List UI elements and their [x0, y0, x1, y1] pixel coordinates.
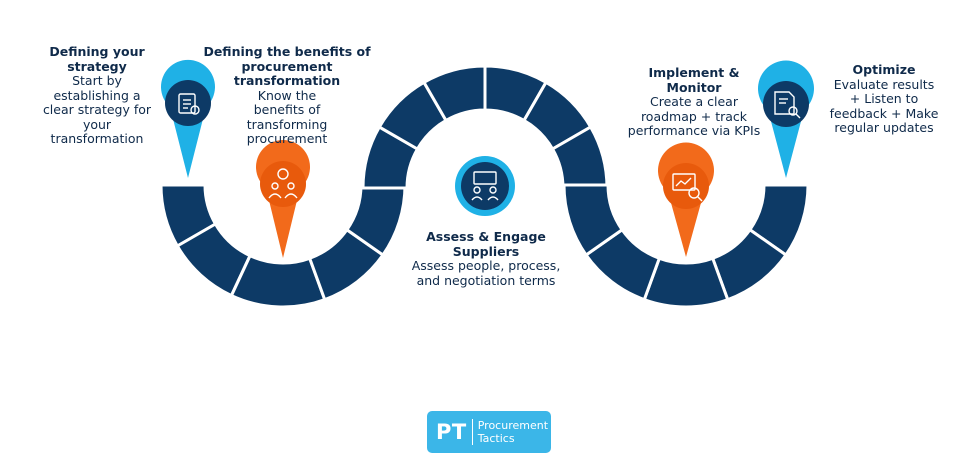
- wave-segment-right-5: [562, 183, 625, 258]
- wave-segments: [159, 64, 810, 309]
- step-3-body: Assess people, process, and negotiation …: [411, 258, 561, 288]
- step-1-pin: [161, 59, 216, 179]
- step-1-body: Start by establishing a clear strategy f…: [42, 73, 152, 146]
- logo-mark: PT: [436, 420, 467, 444]
- step-3-heading: Assess & Engage Suppliers: [426, 229, 546, 259]
- procurement-tactics-logo: PT Procurement Tactics: [427, 411, 551, 453]
- step-4-body: Create a clear roadmap + track performan…: [627, 94, 761, 138]
- step-5-body: Evaluate results + Listen to feedback + …: [829, 76, 939, 135]
- step-4-pin: [657, 142, 714, 257]
- team-benefits-icon: [268, 168, 298, 199]
- step-5-pin: [758, 60, 815, 178]
- step-4-heading: Implement & Monitor: [648, 65, 740, 95]
- step-2-pin: [256, 140, 311, 258]
- step-5-text: Optimize Evaluate results + Listen to fe…: [828, 62, 940, 136]
- logo-name: Procurement Tactics: [478, 419, 548, 445]
- step-2-body: Know the benefits of transforming procur…: [246, 87, 328, 146]
- logo-line-2: Tactics: [477, 432, 515, 445]
- strategy-clipboard-icon: [178, 93, 200, 115]
- presentation-meeting-icon: [471, 171, 499, 201]
- step-5-heading: Optimize: [852, 62, 916, 77]
- step-3-text: Assess & Engage Suppliers Assess people,…: [406, 229, 566, 288]
- logo-divider: [471, 419, 473, 445]
- step-2-heading: Defining the benefits of procurement tra…: [203, 44, 371, 88]
- step-2-text: Defining the benefits of procurement tra…: [197, 44, 377, 147]
- step-3-badge: [455, 156, 515, 216]
- logo-line-1: Procurement: [477, 419, 549, 432]
- step-1-heading: Defining your strategy: [49, 44, 145, 74]
- document-magnifier-icon: [774, 91, 801, 119]
- chart-magnifier-icon: [672, 173, 703, 202]
- step-4-text: Implement & Monitor Create a clear roadm…: [626, 65, 762, 139]
- step-1-text: Defining your strategy Start by establis…: [38, 44, 156, 147]
